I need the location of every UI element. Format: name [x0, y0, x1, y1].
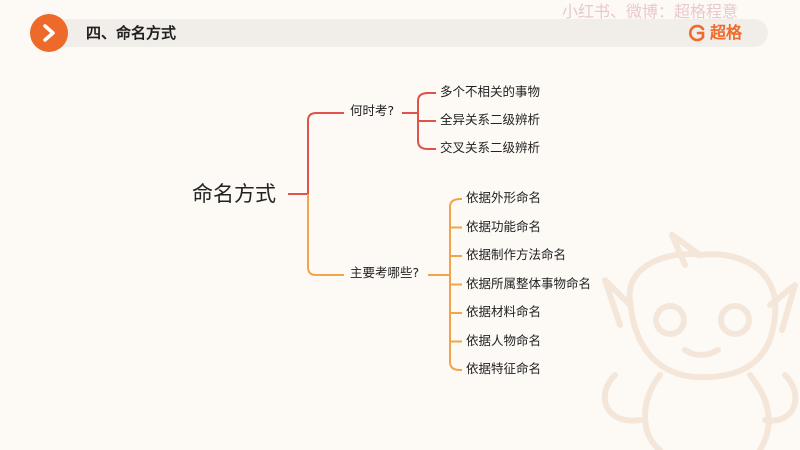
mindmap-branch-label: 何时考?: [350, 103, 395, 118]
mindmap-leaf: 依据材料命名: [466, 304, 542, 319]
brand-logo-icon: [689, 24, 705, 42]
mindmap-leaf: 全异关系二级辨析: [440, 112, 541, 127]
mindmap-leaf: 依据功能命名: [466, 218, 542, 234]
brand-name: 超格: [710, 23, 743, 42]
mindmap-leaf: 交叉关系二级辨析: [440, 140, 541, 155]
header-bar: [36, 19, 768, 47]
watermark-text: 小红书、微博：超格程意: [562, 2, 739, 21]
mindmap-leaf: 依据制作方法命名: [466, 247, 567, 262]
mascot-illustration: [601, 232, 799, 450]
chevron-right-icon: [43, 24, 55, 42]
page-title: 四、命名方式: [86, 24, 177, 42]
mindmap-leaf: 依据外形命名: [466, 190, 542, 205]
brand-logo: 超格: [688, 22, 742, 44]
mindmap-root: 命名方式: [192, 182, 276, 206]
branch-connector-1: [307, 194, 344, 276]
mindmap-leaf: 依据人物命名: [466, 332, 542, 348]
mindmap-branch-label: 主要考哪些?: [350, 265, 420, 280]
mindmap-leaf: 依据所属整体事物命名: [466, 275, 592, 291]
header-badge: [30, 14, 68, 52]
mindmap-leaf: 依据特征命名: [466, 361, 542, 376]
branch-connector-0: [307, 112, 344, 194]
mindmap-leaf: 多个不相关的事物: [440, 84, 541, 99]
